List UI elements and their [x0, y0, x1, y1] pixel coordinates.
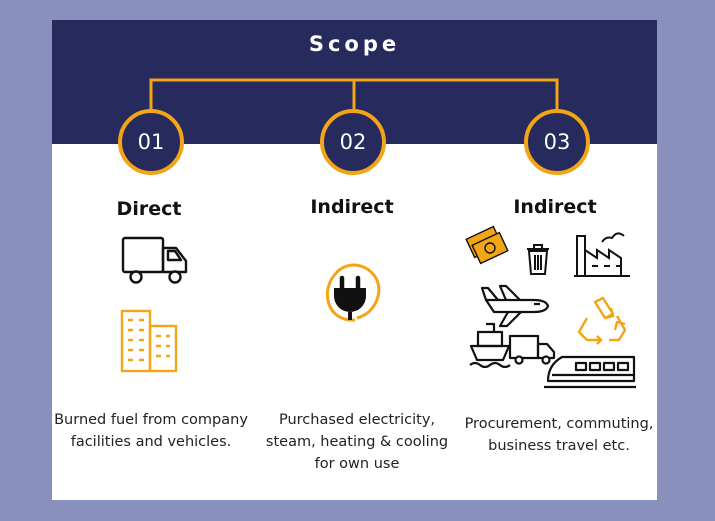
description-indirect-02: Purchased electricity, steam, heating & … — [265, 412, 449, 472]
truck-icon — [508, 334, 556, 365]
recycle-icon — [577, 296, 627, 345]
scope-card: Scope 01 02 03 Direct Indirect Indirect — [52, 20, 657, 500]
factory-icon — [574, 232, 630, 277]
delivery-truck-icon — [121, 236, 188, 284]
trash-bin-icon — [527, 244, 549, 275]
money-icon — [465, 225, 509, 265]
ship-icon — [469, 322, 511, 368]
heading-indirect-03: Indirect — [513, 196, 597, 218]
description-direct: Burned fuel from company facilities and … — [54, 412, 248, 450]
electric-plug-icon — [325, 263, 381, 322]
scope-badge-03: 03 — [524, 109, 590, 175]
heading-direct: Direct — [116, 198, 182, 220]
airplane-icon — [480, 284, 550, 328]
page-title: Scope — [308, 32, 401, 56]
heading-indirect-02: Indirect — [310, 196, 394, 218]
scope-badge-02: 02 — [320, 109, 386, 175]
scope-badge-01: 01 — [118, 109, 184, 175]
office-building-icon — [120, 309, 178, 373]
train-icon — [544, 355, 636, 389]
description-indirect-03: Procurement, commuting, business travel … — [464, 416, 654, 454]
